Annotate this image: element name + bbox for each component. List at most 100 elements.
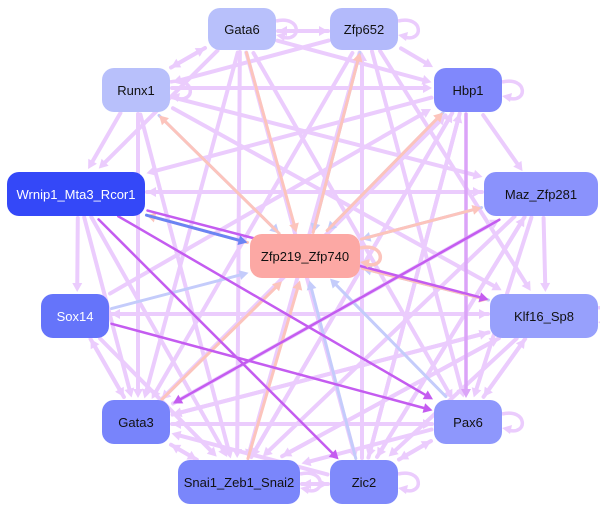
edge-zfp219-to-zfp652 [311,59,360,235]
arrowhead-zfp219-to-hbp1 [433,112,444,123]
arrowhead-gata3-to-klf16 [478,329,489,340]
arrowhead-runx1-to-gata3 [133,389,143,398]
node-wrnip1-mta3-rcor1[interactable]: Wrnip1_Mta3_Rcor1 [7,172,145,216]
arrowhead-gata3-to-zfp219 [272,281,282,292]
node-maz-zfp281[interactable]: Maz_Zfp281 [484,172,598,216]
arrowhead-maz-to-klf16 [540,282,551,292]
arrowhead-zic2-to-maz [515,216,525,228]
arrowhead-gata6-to-pax6 [443,388,453,399]
arrowhead-snai1-to-gata3 [170,444,182,454]
node-runx1[interactable]: Runx1 [102,68,170,112]
arrowhead-hbp1-to-pax6 [461,389,471,398]
node-snai1-zeb1-snai2[interactable]: Snai1_Zeb1_Snai2 [178,460,300,504]
arrowhead-pax6-to-klf16 [515,338,526,350]
arrowhead-snai1-to-hbp1 [443,112,453,124]
edge-hbp1-to-maz [481,113,520,166]
edge-zic2-to-zfp219 [310,287,358,461]
arrowhead-gata6-to-hbp1 [421,75,432,85]
self-loop-zic2 [397,471,421,493]
arrowhead-zfp219-to-runx1 [159,115,169,126]
self-loop-runx1 [169,79,193,101]
edge-wrnip1-to-sox14 [75,216,80,286]
edge-zfp652-to-gata3 [154,51,355,394]
arrowhead-zfp652-to-klf16 [521,280,531,291]
arrowhead-wrnip1-to-zic2 [328,449,339,460]
self-loop-gata6 [275,18,299,40]
arrowhead-wrnip1-to-gata3 [124,387,135,398]
arrowhead-runx1-to-maz [472,169,483,180]
arrowhead-wrnip1-to-maz [473,187,482,197]
arrowhead-wrnip1-to-sox14 [72,282,83,293]
arrowhead-runx1-to-klf16 [491,281,502,291]
self-loop-arrowhead-pax6 [502,425,512,434]
edge-runx1-to-maz [170,95,476,177]
edge-wrnip1-to-zfp219 [144,213,241,242]
edge-gata3-to-klf16 [170,332,482,417]
self-loop-zfp652 [397,18,421,40]
arrowhead-klf16-to-sox14 [111,309,120,319]
arrowhead-pax6-to-zfp219 [329,278,340,289]
arrowhead-pax6-to-snai1 [301,456,312,467]
arrowhead-maz-to-pax6 [471,387,482,398]
self-loop-arrowhead-zfp652 [398,32,408,41]
arrowhead-runx1-to-wrnip1 [88,158,97,170]
arrowhead-sox14-to-pax6 [422,403,433,413]
node-gata6[interactable]: Gata6 [208,8,276,50]
node-gata3[interactable]: Gata3 [102,400,170,444]
node-zfp219-zfp740[interactable]: Zfp219_Zfp740 [250,234,360,278]
node-klf16-sp8[interactable]: Klf16_Sp8 [490,294,598,338]
arrowhead-gata6-to-zfp219 [289,222,299,233]
self-loop-hbp1 [501,79,525,101]
edge-zfp652-to-hbp1 [399,46,428,65]
arrowhead-sox14-to-snai1 [206,446,217,457]
arrowhead-zfp219-to-zfp652 [352,52,363,63]
edge-pax6-to-zfp219 [334,283,448,399]
edge-sox14-to-zfp219 [110,273,242,311]
node-zfp652[interactable]: Zfp652 [330,8,398,50]
edge-runx1-to-wrnip1 [90,111,123,164]
edge-runx1-to-klf16 [170,106,496,288]
arrowhead-runx1-to-gata6 [194,47,206,57]
arrowhead-hbp1-to-maz [513,160,523,172]
arrowhead-hbp1-to-wrnip1 [146,166,157,176]
edge-wrnip1-to-pax6 [117,215,427,397]
node-zic2[interactable]: Zic2 [330,460,398,504]
arrowhead-zic2-to-zfp219 [306,280,317,291]
edge-gata6-to-zfp219 [244,51,296,226]
edge-sox14-to-hbp1 [108,111,426,296]
edge-pax6-to-klf16 [481,344,522,399]
arrowhead-runx1-to-hbp1 [423,83,432,93]
arrowhead-snai1-to-zfp219 [292,280,303,291]
arrowhead-snai1-to-klf16 [488,338,499,347]
arrowhead-zfp652-to-hbp1 [422,58,434,68]
arrowhead-maz-to-gata3 [172,394,184,404]
self-loop-pax6 [501,411,525,433]
edge-wrnip1-to-snai1 [89,215,225,452]
node-pax6[interactable]: Pax6 [434,400,502,444]
arrowhead-zic2-to-pax6 [420,441,432,450]
node-sox14[interactable]: Sox14 [41,294,109,338]
edge-snai1-to-zfp219 [246,287,299,461]
edge-sox14-to-pax6 [110,322,426,410]
arrowhead-wrnip1-to-pax6 [422,390,434,400]
self-loop-snai1 [299,471,323,493]
edge-zic2-to-pax6 [397,443,426,462]
arrowhead-gata3-to-sox14 [90,339,100,350]
edge-gata6-to-pax6 [251,50,450,394]
edge-zfp219-to-maz [359,208,475,241]
self-loop-arrowhead-zfp219 [360,259,370,268]
arrowhead-gata6-to-wrnip1 [98,158,109,169]
arrowhead-wrnip1-to-zfp219 [237,235,248,245]
edge-zic2-to-gata3 [178,433,330,477]
arrowhead-zfp219-to-maz [471,205,482,215]
edge-gata3-to-sox14 [93,344,126,400]
node-hbp1[interactable]: Hbp1 [434,68,502,112]
edge-zfp219-to-hbp1 [325,117,439,233]
arrowhead-sox14-to-zfp219 [238,270,249,280]
self-loop-arrowhead-runx1 [170,93,180,102]
edge-zic2-to-maz [375,222,522,459]
edge-zfp219-to-runx1 [163,120,281,235]
arrowhead-zic2-to-hbp1 [452,113,463,124]
edge-maz-to-snai1 [267,214,517,453]
